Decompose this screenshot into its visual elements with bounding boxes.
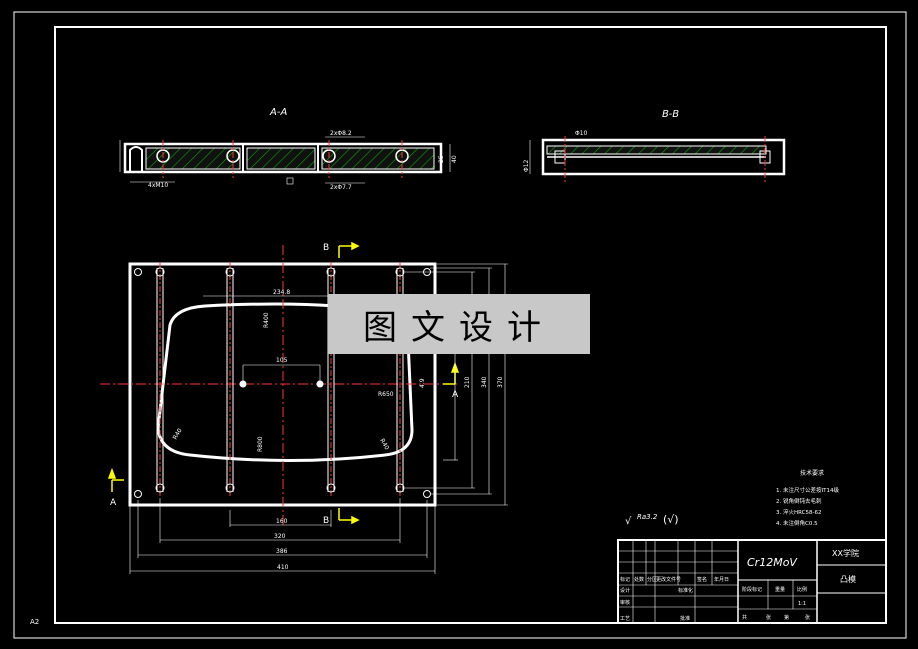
tb-cell-review: 审核 bbox=[620, 599, 630, 606]
notes-title: 技术要求 bbox=[800, 469, 824, 477]
plan-dim-410: 410 bbox=[277, 564, 289, 571]
section-aa-view: A-A 4xM10 2xΦ8.2 2xΦ7.7 40 25 bbox=[119, 107, 458, 191]
plan-dim-320: 320 bbox=[274, 533, 286, 540]
tb-cell-date: 年月日 bbox=[714, 576, 729, 583]
tb-cell-standard: 标准化 bbox=[678, 587, 693, 594]
title-block bbox=[617, 539, 887, 624]
plan-section-a-right: A bbox=[452, 390, 459, 400]
plan-dim-160: 160 bbox=[276, 518, 288, 525]
aa-dim-thread: 4xM10 bbox=[148, 182, 168, 189]
plan-dim-210: 210 bbox=[464, 376, 471, 388]
tb-cell-scale: 比例 bbox=[797, 586, 807, 593]
aa-dim-height: 40 bbox=[451, 155, 458, 163]
tb-cell-count: 处数 bbox=[634, 576, 644, 583]
plan-dim-4-9: 4.9 bbox=[419, 378, 426, 388]
title-block-text: Cr12MoV XX学院 凸模 标记 处数 分区 更改文件号 签名 年月日 设计… bbox=[620, 548, 859, 622]
plan-dim-386: 386 bbox=[276, 548, 288, 555]
plan-dim-370: 370 bbox=[497, 376, 504, 388]
tb-cell-sheets: 张 bbox=[766, 614, 771, 621]
roughness-symbol: √ bbox=[625, 516, 632, 527]
inner-border bbox=[54, 26, 887, 624]
plan-section-b-bottom: B bbox=[323, 516, 329, 526]
plan-dim-105: 105 bbox=[276, 357, 288, 364]
tb-cell-scale-value: 1:1 bbox=[798, 601, 806, 607]
section-aa-title: A-A bbox=[269, 107, 287, 118]
tb-cell-sign: 签名 bbox=[697, 576, 707, 583]
tb-cell-process: 工艺 bbox=[620, 616, 630, 622]
part-name: 凸模 bbox=[840, 574, 856, 584]
bb-dim-diameter: Φ12 bbox=[523, 159, 530, 172]
tb-cell-stage: 阶段标记 bbox=[742, 586, 762, 593]
outer-border bbox=[13, 11, 907, 639]
tb-cell-zone: 分区 bbox=[647, 576, 657, 583]
plan-view: B B A A 234.8 R400 105 R650 R800 bbox=[100, 241, 508, 574]
sheet-size-label: A2 bbox=[30, 618, 39, 626]
section-bb-view: B-B Φ12 Φ10 bbox=[523, 109, 786, 182]
tb-cell-approve: 批准 bbox=[680, 615, 690, 622]
tb-cell-sheet-no: 第 bbox=[784, 614, 789, 621]
plan-section-a-left: A bbox=[110, 498, 117, 508]
plan-section-b-top: B bbox=[323, 243, 329, 253]
bb-dim-hole: Φ10 bbox=[575, 130, 588, 137]
notes-item-2: 2. 锐角倒钝去毛刺 bbox=[776, 497, 822, 505]
notes-item-1: 1. 未注尺寸公差按IT14级 bbox=[776, 486, 839, 494]
plan-dim-r400: R400 bbox=[263, 312, 270, 328]
plan-dim-r800: R800 bbox=[257, 436, 264, 452]
plan-dim-234: 234.8 bbox=[273, 289, 290, 296]
plan-dim-r40-left: R40 bbox=[172, 427, 184, 441]
roughness-note: √ Ra3.2 (√) bbox=[625, 513, 679, 527]
aa-dim-hole-bottom: 2xΦ7.7 bbox=[330, 184, 352, 191]
plan-dim-r40-right: R40 bbox=[378, 438, 390, 452]
aa-dim-hole-top: 2xΦ8.2 bbox=[330, 130, 352, 137]
aa-dim-depth: 25 bbox=[438, 155, 445, 163]
roughness-value: Ra3.2 bbox=[637, 513, 658, 521]
roughness-suffix: (√) bbox=[663, 513, 679, 526]
section-bb-title: B-B bbox=[662, 109, 679, 120]
tb-cell-mark: 标记 bbox=[620, 576, 630, 583]
school-name: XX学院 bbox=[832, 548, 859, 558]
watermark-stamp: 图文设计 bbox=[328, 294, 590, 354]
tb-cell-design: 设计 bbox=[620, 587, 630, 594]
tb-cell-doc: 更改文件号 bbox=[656, 576, 681, 583]
plan-dim-340: 340 bbox=[481, 376, 488, 388]
tb-cell-weight: 重量 bbox=[775, 586, 785, 593]
material: Cr12MoV bbox=[747, 556, 798, 569]
tb-cell-total: 共 bbox=[742, 614, 747, 621]
tb-cell-sheet-label: 张 bbox=[805, 614, 810, 621]
notes-item-4: 4. 未注倒角C0.5 bbox=[776, 519, 818, 527]
technical-notes: 技术要求 1. 未注尺寸公差按IT14级 2. 锐角倒钝去毛刺 3. 淬火HRC… bbox=[776, 469, 839, 527]
notes-item-3: 3. 淬火HRC58-62 bbox=[776, 508, 822, 516]
plan-dim-r650: R650 bbox=[378, 391, 394, 398]
